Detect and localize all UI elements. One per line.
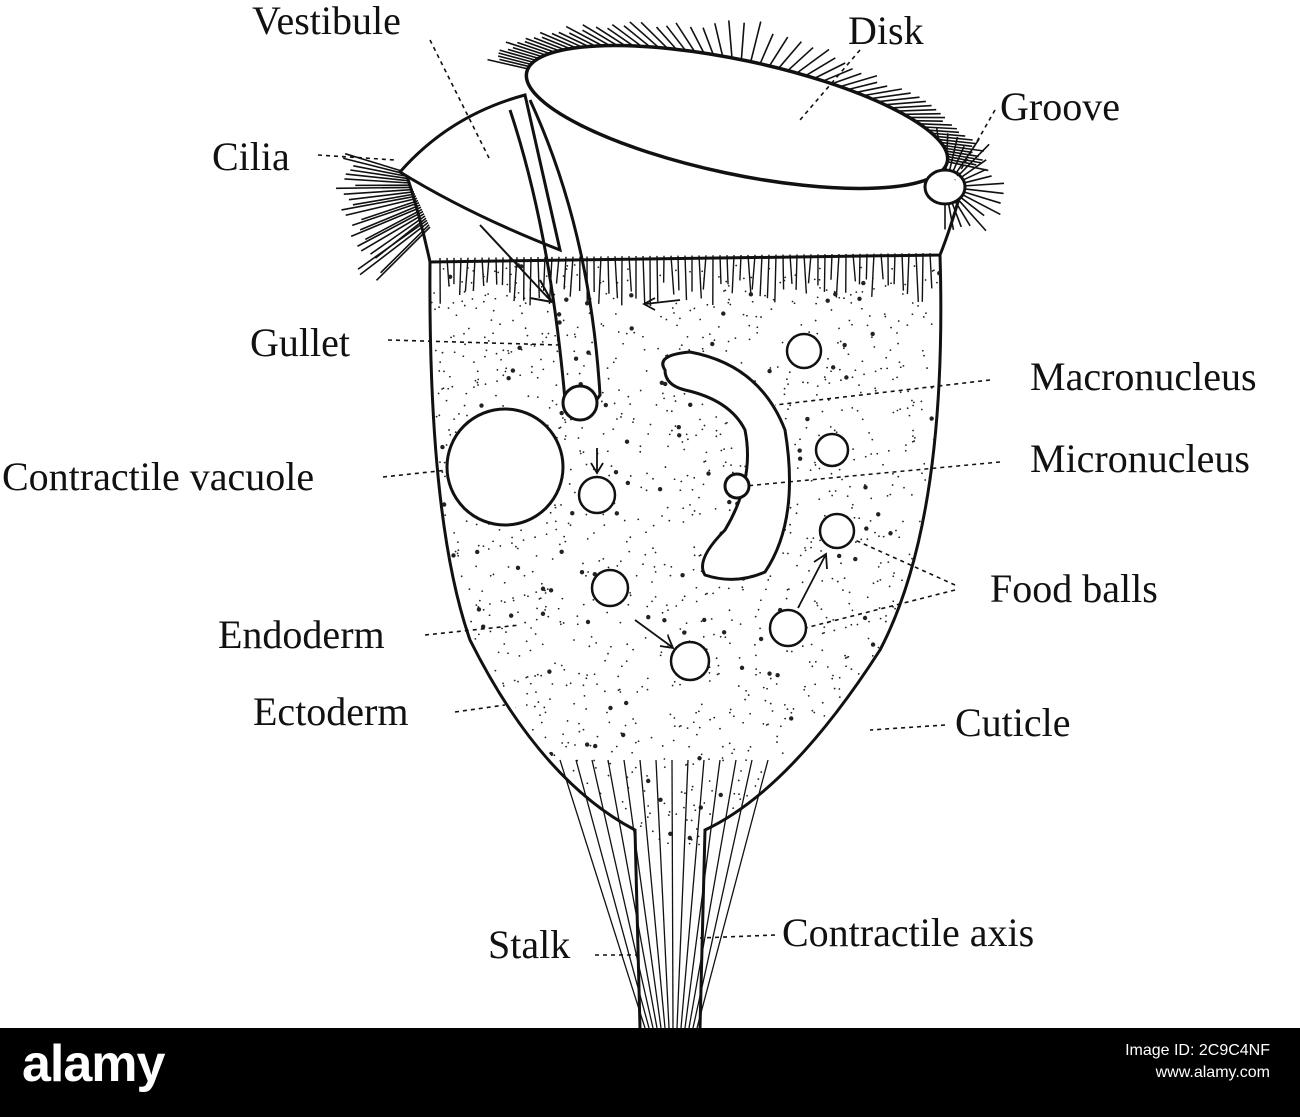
leader-macronucleus bbox=[774, 379, 991, 406]
leader-contractile-axis bbox=[699, 934, 776, 939]
food-ball-arrows bbox=[590, 297, 828, 650]
label-gullet: Gullet bbox=[250, 320, 350, 365]
leader-lines bbox=[317, 39, 1001, 956]
label-micronucleus: Micronucleus bbox=[1030, 436, 1250, 481]
groove-knob bbox=[923, 168, 967, 206]
label-disk: Disk bbox=[848, 8, 924, 53]
leader-cilia bbox=[317, 154, 396, 161]
label-macronucleus: Macronucleus bbox=[1030, 354, 1257, 399]
label-ectoderm: Ectoderm bbox=[253, 689, 409, 734]
leader-endoderm bbox=[424, 624, 521, 636]
macronucleus-shape bbox=[661, 350, 791, 581]
food-ball bbox=[669, 640, 711, 682]
peristome-rim bbox=[403, 169, 962, 264]
leader-food-balls-1 bbox=[854, 539, 956, 586]
leader-food-balls-2 bbox=[804, 589, 956, 629]
food-ball bbox=[577, 475, 617, 515]
leader-vestibule bbox=[429, 39, 491, 161]
watermark-footer: alamy Image ID: 2C9C4NF www.alamy.com bbox=[0, 1028, 1300, 1117]
endoplasm-stipple bbox=[430, 263, 941, 846]
disk-ellipse bbox=[524, 43, 950, 191]
label-cilia: Cilia bbox=[212, 134, 290, 179]
gullet-arrow bbox=[479, 224, 554, 304]
leader-ectoderm bbox=[454, 704, 506, 713]
leader-contractile-vacuole bbox=[382, 469, 449, 478]
stalk-striations bbox=[559, 759, 769, 1028]
food-ball bbox=[818, 512, 856, 550]
leader-cuticle bbox=[869, 724, 946, 731]
vestibule-collar bbox=[397, 93, 563, 253]
contractile-vacuole-circle bbox=[445, 407, 565, 527]
alamy-logo: alamy bbox=[22, 1035, 165, 1093]
label-contractile-axis: Contractile axis bbox=[782, 910, 1034, 955]
label-food-balls: Food balls bbox=[990, 566, 1158, 611]
label-endoderm: Endoderm bbox=[218, 612, 385, 657]
label-vestibule: Vestibule bbox=[252, 0, 401, 43]
site-url: www.alamy.com bbox=[1155, 1064, 1270, 1081]
leader-gullet bbox=[387, 339, 561, 346]
cilia-left-fringe bbox=[336, 152, 431, 281]
food-ball bbox=[814, 432, 850, 468]
label-groove: Groove bbox=[1000, 84, 1120, 129]
food-ball bbox=[590, 568, 630, 608]
micronucleus-dot bbox=[723, 472, 751, 500]
label-stalk: Stalk bbox=[488, 922, 570, 967]
image-id: Image ID: 2C9C4NF bbox=[1125, 1042, 1270, 1059]
leader-groove bbox=[954, 109, 996, 181]
cell-body-outline bbox=[428, 254, 943, 1028]
stock-image-info: Image ID: 2C9C4NF www.alamy.com bbox=[1125, 1042, 1270, 1082]
vorticella-diagram: Vestibule Disk Groove Cilia Gullet Macro… bbox=[2, 0, 1257, 1028]
cilia-top-fringe bbox=[487, 20, 989, 172]
gullet-food-ball bbox=[561, 384, 599, 422]
label-cuticle: Cuticle bbox=[955, 700, 1071, 745]
food-ball bbox=[768, 608, 808, 648]
food-balls bbox=[577, 332, 856, 682]
label-contractile-vacuole: Contractile vacuole bbox=[2, 454, 314, 499]
food-ball bbox=[785, 332, 823, 370]
leader-micronucleus bbox=[744, 461, 1001, 487]
